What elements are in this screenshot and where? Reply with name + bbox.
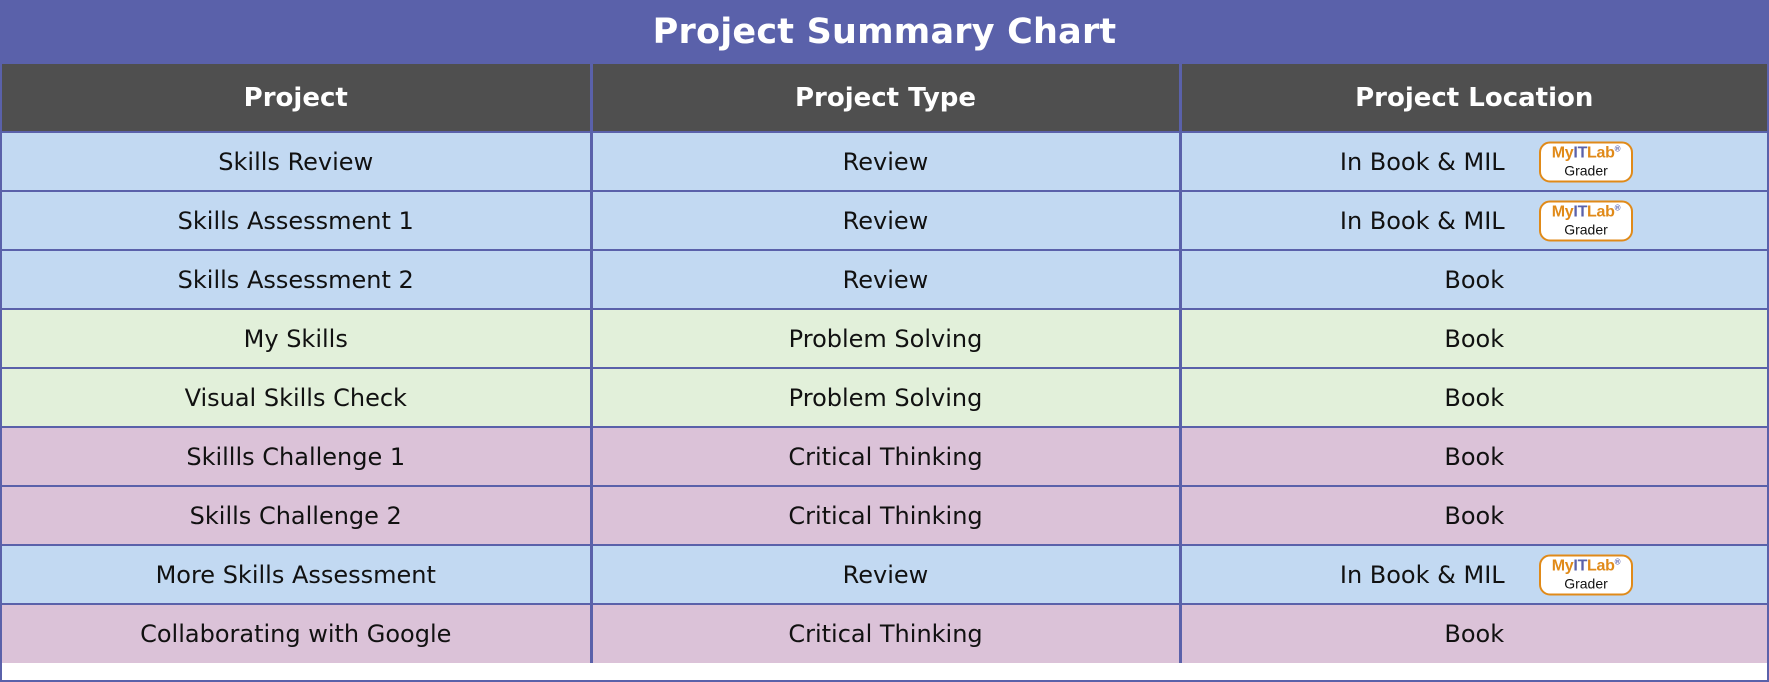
- table-header-row: Project Project Type Project Location: [2, 64, 1767, 133]
- project-location-text: Book: [1444, 501, 1505, 530]
- column-header-project-type: Project Type: [589, 64, 1180, 133]
- logo-my: My: [1551, 144, 1574, 162]
- logo-it: IT: [1573, 557, 1588, 575]
- logo-registered-mark: ®: [1614, 557, 1621, 567]
- project-location-text: In Book & MIL: [1339, 560, 1505, 589]
- project-name-cell: Visual Skills Check: [2, 367, 591, 427]
- project-name-cell: Skills Challenge 2: [2, 485, 591, 545]
- project-location-text: Book: [1444, 265, 1505, 294]
- project-type-cell: Review: [589, 544, 1180, 604]
- project-location-text: Book: [1444, 383, 1505, 412]
- logo-it: IT: [1573, 203, 1588, 221]
- project-name-cell: More Skills Assessment: [2, 544, 591, 604]
- project-location-text: In Book & MIL: [1339, 206, 1505, 235]
- chart-title: Project Summary Chart: [2, 0, 1767, 64]
- myitlab-grader-badge: MyITLab®Grader: [1539, 141, 1633, 182]
- project-location-cell: Book: [1178, 485, 1767, 545]
- project-location-cell: Book: [1178, 603, 1767, 663]
- project-type-cell: Problem Solving: [589, 367, 1180, 427]
- logo-my: My: [1551, 557, 1574, 575]
- project-table: Project Project Type Project Location Sk…: [2, 64, 1767, 663]
- logo-lab: Lab: [1587, 203, 1615, 221]
- logo-registered-mark: ®: [1614, 144, 1621, 154]
- project-location-text: Book: [1444, 324, 1505, 353]
- project-type-cell: Critical Thinking: [589, 426, 1180, 486]
- myitlab-logo: MyITLab®: [1551, 557, 1621, 575]
- column-header-project: Project: [2, 64, 591, 133]
- myitlab-grader-badge: MyITLab®Grader: [1539, 554, 1633, 595]
- project-name-cell: Skills Review: [2, 132, 591, 191]
- logo-lab: Lab: [1587, 144, 1615, 162]
- project-location-text: Book: [1444, 620, 1505, 648]
- project-type-cell: Critical Thinking: [589, 603, 1180, 663]
- project-name-cell: Skillls Challenge 1: [2, 426, 591, 486]
- myitlab-logo: MyITLab®: [1551, 144, 1621, 162]
- project-name-cell: Skills Assessment 1: [2, 190, 591, 250]
- project-location-text: Book: [1444, 442, 1505, 471]
- logo-it: IT: [1573, 144, 1588, 162]
- project-type-cell: Problem Solving: [589, 308, 1180, 368]
- logo-registered-mark: ®: [1614, 203, 1621, 213]
- project-location-text: In Book & MIL: [1339, 147, 1505, 176]
- project-name-cell: My Skills: [2, 308, 591, 368]
- grader-label: Grader: [1564, 575, 1608, 592]
- project-name-cell: Collaborating with Google: [2, 603, 591, 663]
- myitlab-logo: MyITLab®: [1551, 203, 1621, 221]
- project-type-cell: Critical Thinking: [589, 485, 1180, 545]
- project-location-cell: Book: [1178, 426, 1767, 486]
- project-location-cell: Book: [1178, 367, 1767, 427]
- project-name-cell: Skills Assessment 2: [2, 249, 591, 309]
- project-type-cell: Review: [589, 190, 1180, 250]
- logo-lab: Lab: [1587, 557, 1615, 575]
- grader-label: Grader: [1564, 221, 1608, 238]
- project-location-cell: Book: [1178, 249, 1767, 309]
- column-header-project-location: Project Location: [1178, 64, 1767, 133]
- myitlab-grader-badge: MyITLab®Grader: [1539, 200, 1633, 241]
- project-type-cell: Review: [589, 249, 1180, 309]
- logo-my: My: [1551, 203, 1574, 221]
- project-type-cell: Review: [589, 132, 1180, 191]
- project-location-cell: Book: [1178, 308, 1767, 368]
- grader-label: Grader: [1564, 162, 1608, 179]
